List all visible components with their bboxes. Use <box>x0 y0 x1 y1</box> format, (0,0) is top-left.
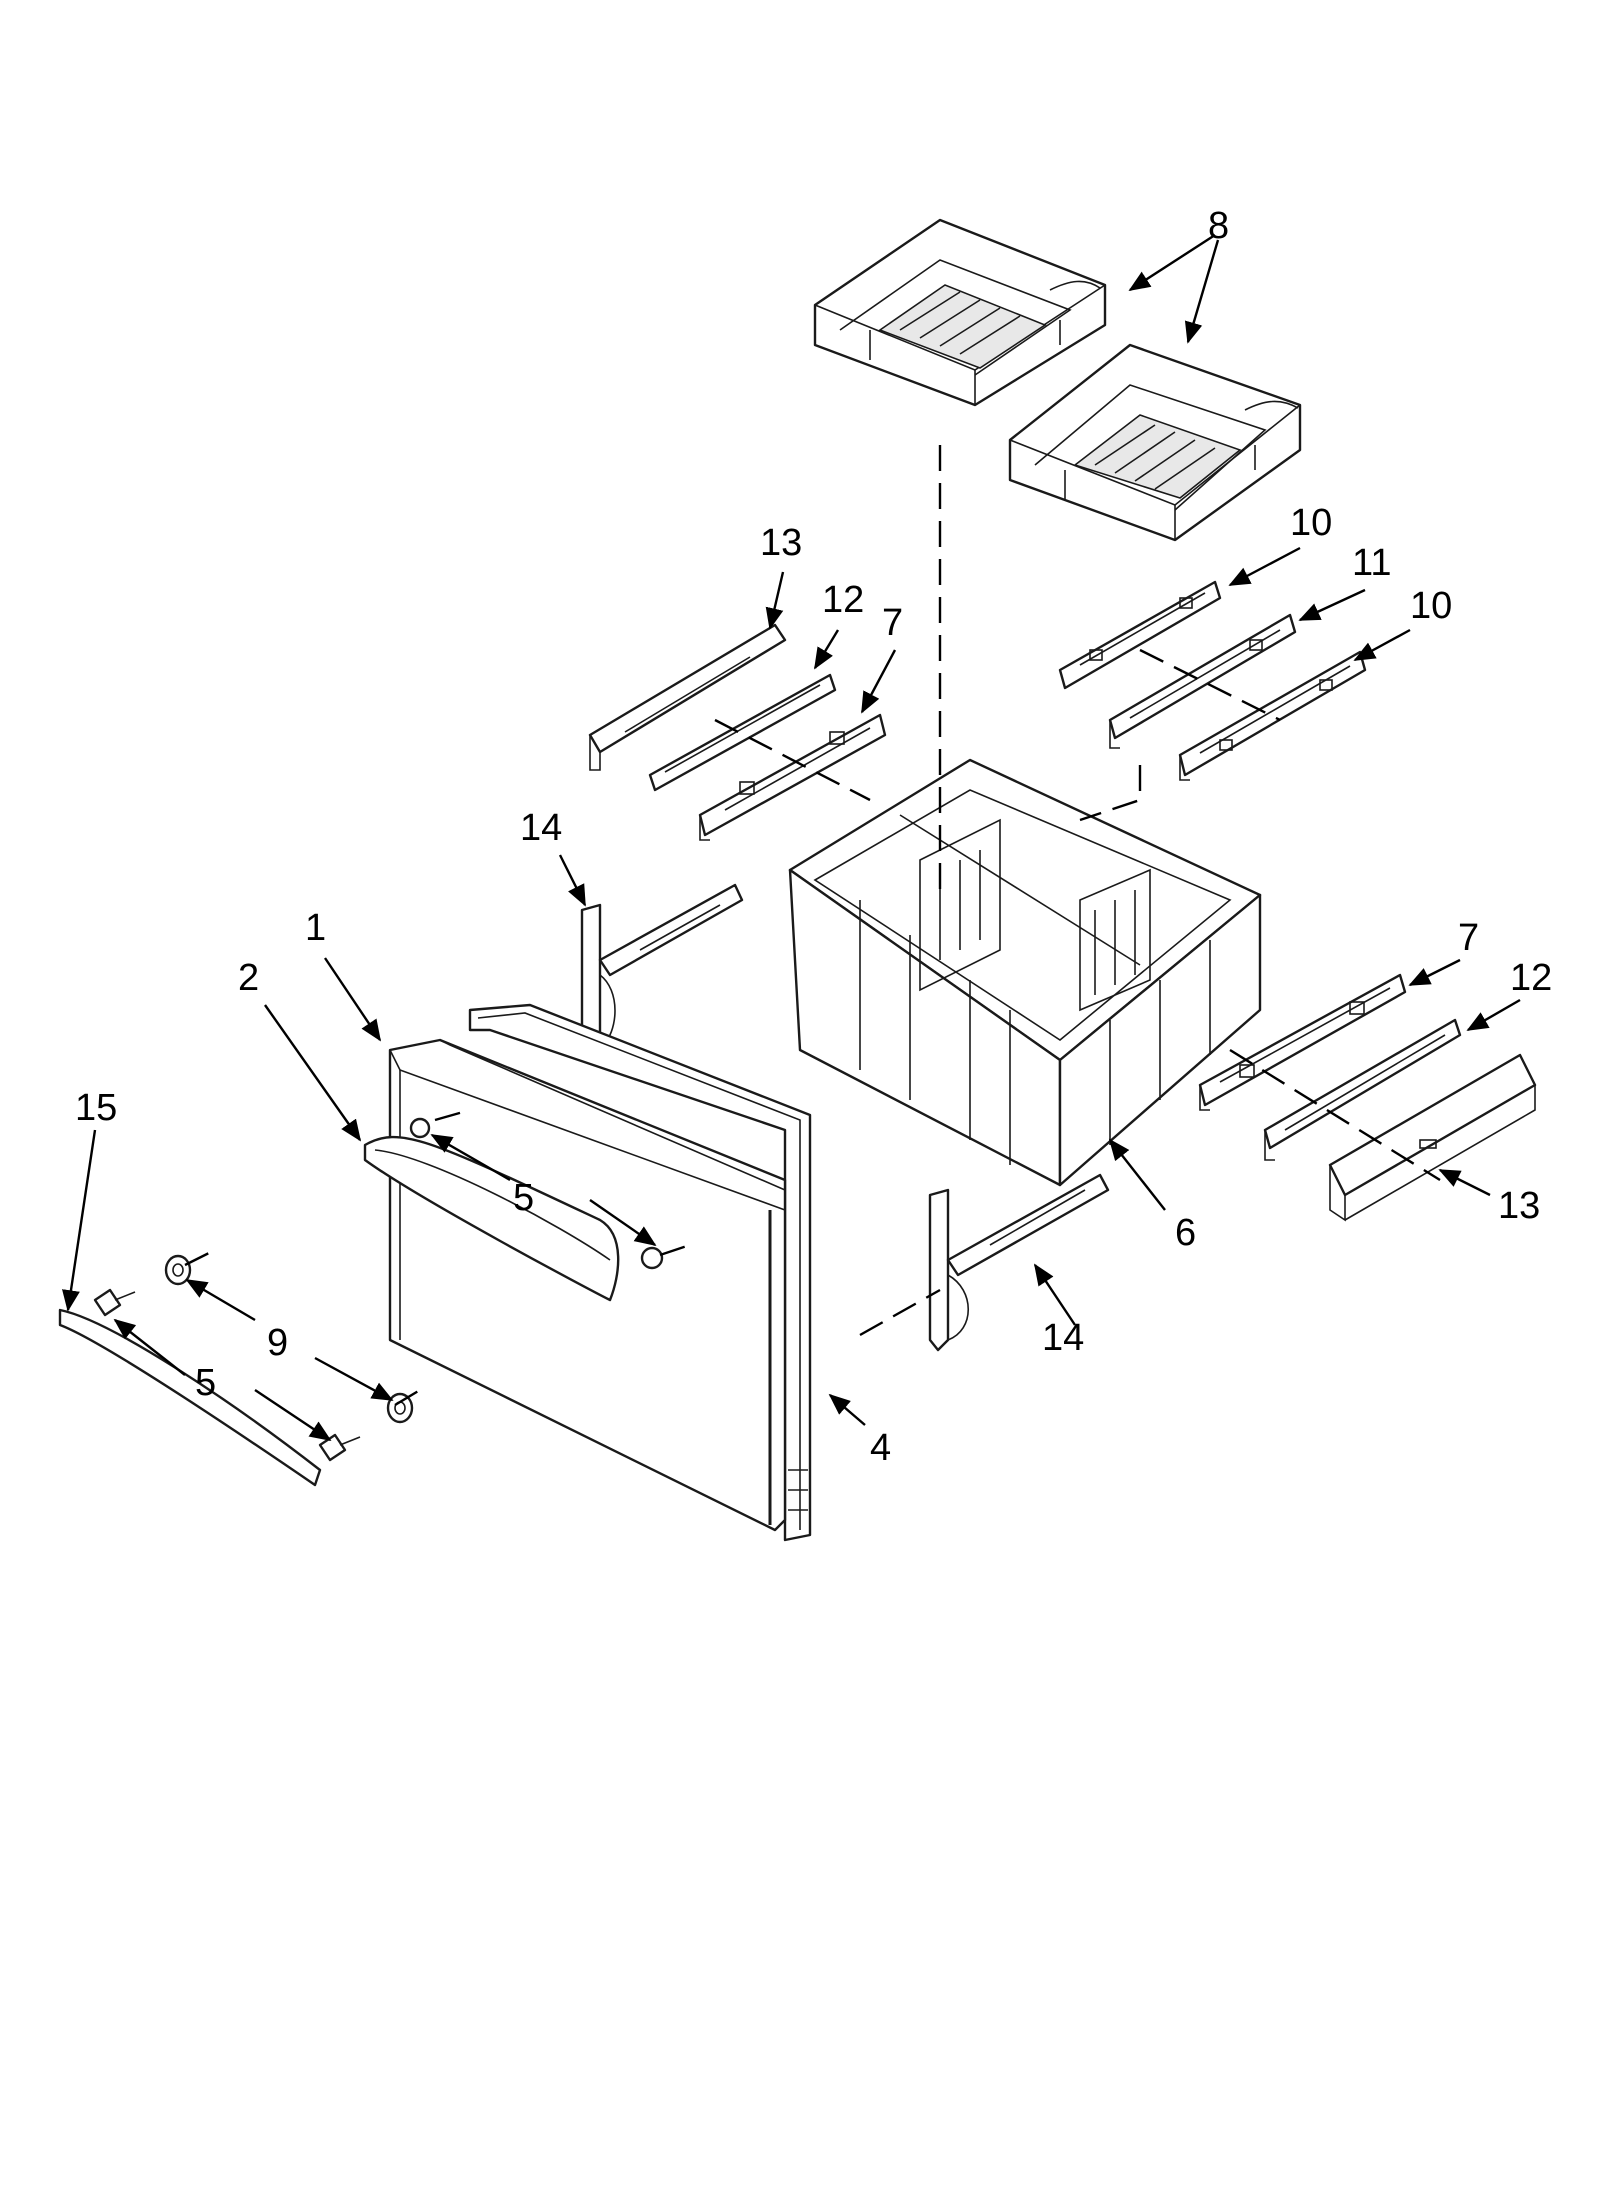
door-handle <box>363 1117 664 1302</box>
callout-12-upper: 12 <box>822 579 864 621</box>
crisper-bin-upper <box>813 218 1107 407</box>
callout-10-upper: 10 <box>1290 502 1332 544</box>
callout-8: 8 <box>1208 205 1229 247</box>
callout-labels: 8 13 12 7 10 11 10 14 1 2 7 12 15 5 6 13… <box>75 205 1552 1469</box>
callout-14-lower: 14 <box>1042 1317 1084 1359</box>
callout-7-lower: 7 <box>1458 917 1479 959</box>
screw-5-upper <box>93 1288 136 1317</box>
callout-5-lower: 5 <box>195 1362 216 1404</box>
slide-10-upper <box>1058 580 1222 690</box>
callout-15: 15 <box>75 1087 117 1129</box>
callout-9: 9 <box>267 1322 288 1364</box>
callout-14-upper: 14 <box>520 807 562 849</box>
callout-13-upper: 13 <box>760 522 802 564</box>
callout-1: 1 <box>305 907 326 949</box>
door-gasket <box>468 1003 812 1542</box>
callout-7-upper: 7 <box>882 602 903 644</box>
slide-7-upper <box>698 713 887 841</box>
alignment-lines <box>184 445 1441 1407</box>
callout-2: 2 <box>238 957 259 999</box>
rail-12-upper <box>648 673 837 792</box>
callout-13-lower: 13 <box>1498 1185 1540 1227</box>
crisper-bin-lower <box>1008 343 1302 542</box>
callout-12-lower: 12 <box>1510 957 1552 999</box>
rail-cover-13-lower <box>1328 1053 1537 1222</box>
rail-12-lower <box>1263 1018 1462 1161</box>
callout-11: 11 <box>1352 542 1391 584</box>
rail-cover-13-upper <box>588 623 787 771</box>
callout-10-lower: 10 <box>1410 585 1452 627</box>
callout-6: 6 <box>1175 1212 1196 1254</box>
slide-7-lower <box>1198 973 1407 1111</box>
bracket-14-right <box>928 1173 1110 1352</box>
rail-11 <box>1108 613 1297 749</box>
slide-10-lower <box>1178 650 1367 781</box>
handle-trim-15 <box>58 1308 322 1487</box>
callout-5-upper: 5 <box>513 1177 534 1219</box>
callout-4: 4 <box>870 1427 891 1469</box>
spacer-9-upper <box>164 1254 192 1286</box>
freezer-basket <box>788 758 1262 1187</box>
leader-arrows <box>62 233 1521 1441</box>
